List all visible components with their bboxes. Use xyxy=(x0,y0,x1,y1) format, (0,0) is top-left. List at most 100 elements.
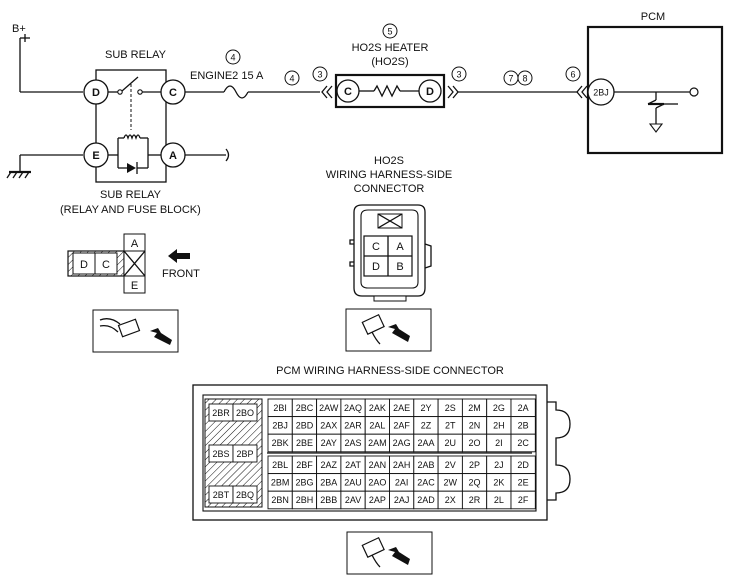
pcm-pin-label: 2I xyxy=(495,438,503,448)
svg-text:C: C xyxy=(344,86,352,98)
pcm-pin-label: 2P xyxy=(469,460,480,470)
pcm-pin-label: 2X xyxy=(445,495,456,505)
ho2s-cell-c: C xyxy=(372,241,380,253)
pcm-pin-label: 2AT xyxy=(345,460,361,470)
pcm-pin-label: 2BI xyxy=(273,403,287,413)
pcm-pin-label: 2H xyxy=(493,421,505,431)
pcm-pin-label: 2G xyxy=(493,403,505,413)
fuse-label: ENGINE2 15 A xyxy=(190,70,264,82)
relay-cell-e: E xyxy=(131,280,138,292)
pcm-pin-label: 2D xyxy=(517,460,529,470)
wire-break-mark xyxy=(225,148,230,162)
pcm-pin-label: 2O xyxy=(469,438,481,448)
pcm-pin-label: 2AQ xyxy=(344,403,362,413)
svg-text:6: 6 xyxy=(570,70,575,80)
pcm-pin-label: 2Z xyxy=(421,421,432,431)
pcm-pin-label: 2V xyxy=(445,460,456,470)
front-arrow-icon xyxy=(168,249,190,263)
supply-label: B+ xyxy=(12,23,26,35)
pcm-pin-label: 2S xyxy=(445,403,456,413)
pcm-left-pin-label: 2BQ xyxy=(236,490,254,500)
probe-view-icon-ho2s xyxy=(345,308,432,352)
pcm-left-pin-label: 2BS xyxy=(212,449,229,459)
pcm-pin-label: 2E xyxy=(518,478,529,488)
pcm-left-pin-label: 2BT xyxy=(213,490,230,500)
heater-resistor xyxy=(359,84,419,98)
pcm-left-pin-cell xyxy=(232,444,258,463)
pcm-pin-label: 2N xyxy=(469,421,481,431)
pcm-pin-label: 2BL xyxy=(272,460,288,470)
pcm-pin-label: 2L xyxy=(494,495,504,505)
callout-5: 5 xyxy=(382,23,398,39)
callout-7: 7 xyxy=(503,70,519,86)
pcm-pin-label: 2BG xyxy=(295,478,313,488)
ho2s-cell-b: B xyxy=(396,261,403,273)
pcm-left-pin-cell xyxy=(232,485,258,504)
svg-text:D: D xyxy=(426,86,434,98)
pcm-left-pin-cell xyxy=(232,403,258,422)
fuse-symbol xyxy=(185,85,320,99)
callout-3b: 3 xyxy=(451,66,467,82)
probe-view-icon-pcm xyxy=(346,531,433,575)
pcm-pin-label: 2AJ xyxy=(394,495,410,505)
heater-title-1: HO2S HEATER xyxy=(352,42,429,54)
pcm-pin-label: 2BD xyxy=(296,421,314,431)
pcm-pin-label: 2U xyxy=(444,438,456,448)
ho2s-cell-a: A xyxy=(396,241,404,253)
pcm-pin-label: 2BE xyxy=(296,438,313,448)
pcm-pin-label: 2W xyxy=(444,478,458,488)
heater-terminal-c: C xyxy=(336,79,360,103)
pcm-pin-label: 2BK xyxy=(272,438,289,448)
callout-3a: 3 xyxy=(312,66,328,82)
svg-text:8: 8 xyxy=(522,74,527,84)
svg-text:3: 3 xyxy=(317,70,322,80)
svg-text:D: D xyxy=(92,87,100,99)
pcm-pin-label: 2AW xyxy=(319,403,339,413)
relay-cell-c: C xyxy=(102,259,110,271)
connector-chevron-pcm xyxy=(576,85,588,99)
ho2s-connector: C A D B xyxy=(349,204,432,302)
pcm-pin-label: 2AI xyxy=(395,478,409,488)
pcm-pin-label: 2BB xyxy=(320,495,337,505)
probe-view-icon xyxy=(92,309,179,353)
svg-text:7: 7 xyxy=(508,74,513,84)
pcm-pin-label: 2AC xyxy=(417,478,435,488)
connector-chevron-right xyxy=(447,85,459,99)
pcm-title: PCM xyxy=(641,11,665,23)
pcm-pin-label: 2C xyxy=(517,438,529,448)
callout-4b: 4 xyxy=(284,70,300,86)
pcm-left-pin-label: 2BO xyxy=(236,408,254,418)
ho2s-title-1: HO2S xyxy=(374,155,404,167)
pcm-pin-label: 2BJ xyxy=(272,421,288,431)
pcm-pin-label: 2R xyxy=(469,495,481,505)
pcm-pin-label: 2AS xyxy=(345,438,362,448)
relay-terminal-a: A xyxy=(160,142,186,168)
pcm-pin-label: 2AH xyxy=(393,460,411,470)
pcm-pin-label: 2K xyxy=(493,478,504,488)
relay-cell-a: A xyxy=(131,238,139,250)
pcm-pin-label: 2BA xyxy=(320,478,337,488)
relay-terminal-e: E xyxy=(83,142,109,168)
svg-text:A: A xyxy=(169,150,177,162)
relay-switch xyxy=(108,76,161,130)
pcm-pin-label: 2AO xyxy=(368,478,386,488)
pcm-pin-label: 2AN xyxy=(369,460,387,470)
pcm-pin-label: 2AP xyxy=(369,495,386,505)
pcm-pin-label: 2F xyxy=(518,495,529,505)
pcm-pin-label: 2AF xyxy=(393,421,410,431)
pcm-pin-label: 2AY xyxy=(321,438,337,448)
heater-terminal-d: D xyxy=(418,79,442,103)
pcm-pin-label: 2M xyxy=(468,403,481,413)
svg-text:2BJ: 2BJ xyxy=(593,88,609,98)
sub-relay-box xyxy=(95,69,167,183)
svg-text:4: 4 xyxy=(289,74,294,84)
ho2s-cell-d: D xyxy=(372,261,380,273)
ho2s-title-2: WIRING HARNESS-SIDE xyxy=(326,169,453,181)
ho2s-title-3: CONNECTOR xyxy=(354,183,425,195)
svg-text:E: E xyxy=(92,150,99,162)
callout-4a: 4 xyxy=(225,49,241,65)
pcm-left-pin-label: 2BP xyxy=(236,449,253,459)
pcm-pin-label: 2AV xyxy=(345,495,361,505)
